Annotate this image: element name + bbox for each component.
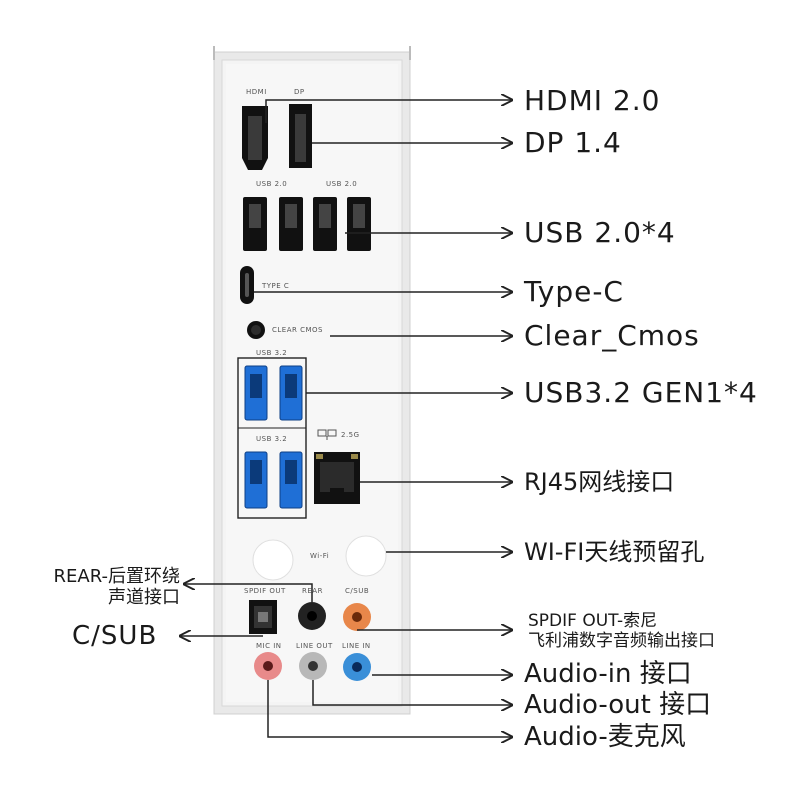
- callout-audio-mic: Audio-麦克风: [524, 722, 686, 752]
- panel-label-line-in: LINE IN: [342, 642, 371, 650]
- usb2-ports: [243, 197, 371, 251]
- callout-audio-out: Audio-out 接口: [524, 690, 712, 720]
- callout-wifi: WI-FI天线预留孔: [524, 538, 705, 566]
- callout-spdif: SPDIF OUT-索尼 飞利浦数字音频输出接口: [528, 611, 715, 651]
- callout-usb20: USB 2.0*4: [524, 216, 676, 249]
- spdif-optical-port: [249, 600, 277, 634]
- callout-spdif-line2: 飞利浦数字音频输出接口: [528, 631, 715, 651]
- panel-label-mic-in: MIC IN: [256, 642, 282, 650]
- callout-dp: DP 1.4: [524, 126, 622, 159]
- panel-label-spdif: SPDIF OUT: [244, 587, 286, 595]
- panel-label-hdmi: HDMI: [246, 88, 267, 96]
- panel-label-typec: TYPE C: [262, 282, 290, 290]
- panel-label-line-out: LINE OUT: [296, 642, 333, 650]
- rj45-port: [314, 429, 360, 504]
- panel-label-lan: 2.5G: [341, 431, 360, 439]
- panel-label-rear: REAR: [302, 587, 323, 595]
- panel-label-usb32-b: USB 3.2: [256, 435, 288, 443]
- callout-typec: Type-C: [524, 275, 624, 308]
- usb32-ports: [237, 357, 307, 519]
- callout-rear: REAR-后置环绕 声道接口: [54, 566, 180, 608]
- panel-label-usb32-a: USB 3.2: [256, 349, 288, 357]
- panel-label-usb20-a: USB 2.0: [256, 180, 288, 188]
- callout-usb32: USB3.2 GEN1*4: [524, 376, 758, 409]
- callout-rear-line1: REAR-后置环绕: [53, 566, 180, 587]
- type-c-port: [240, 266, 254, 304]
- panel-label-clear-cmos: CLEAR CMOS: [272, 326, 323, 334]
- wifi-antenna-holes: [252, 535, 387, 581]
- callout-rj45: RJ45网线接口: [524, 468, 675, 496]
- audio-jacks: [254, 602, 371, 681]
- panel-label-csub: C/SUB: [345, 587, 370, 595]
- callout-csub: C/SUB: [72, 621, 158, 651]
- callout-spdif-line1: SPDIF OUT-索尼: [528, 611, 658, 631]
- panel-label-dp: DP: [294, 88, 305, 96]
- callout-lines: [180, 100, 512, 737]
- callout-clear-cmos: Clear_Cmos: [524, 319, 700, 352]
- clear-cmos-button-shape: [247, 321, 265, 339]
- dp-port: [289, 104, 312, 168]
- hdmi-port: [242, 106, 268, 170]
- panel-label-usb20-b: USB 2.0: [326, 180, 358, 188]
- callout-hdmi: HDMI 2.0: [524, 84, 661, 117]
- callout-rear-line2: 声道接口: [108, 587, 180, 608]
- callout-audio-in: Audio-in 接口: [524, 659, 692, 689]
- panel-label-wifi: Wi-Fi: [310, 552, 330, 560]
